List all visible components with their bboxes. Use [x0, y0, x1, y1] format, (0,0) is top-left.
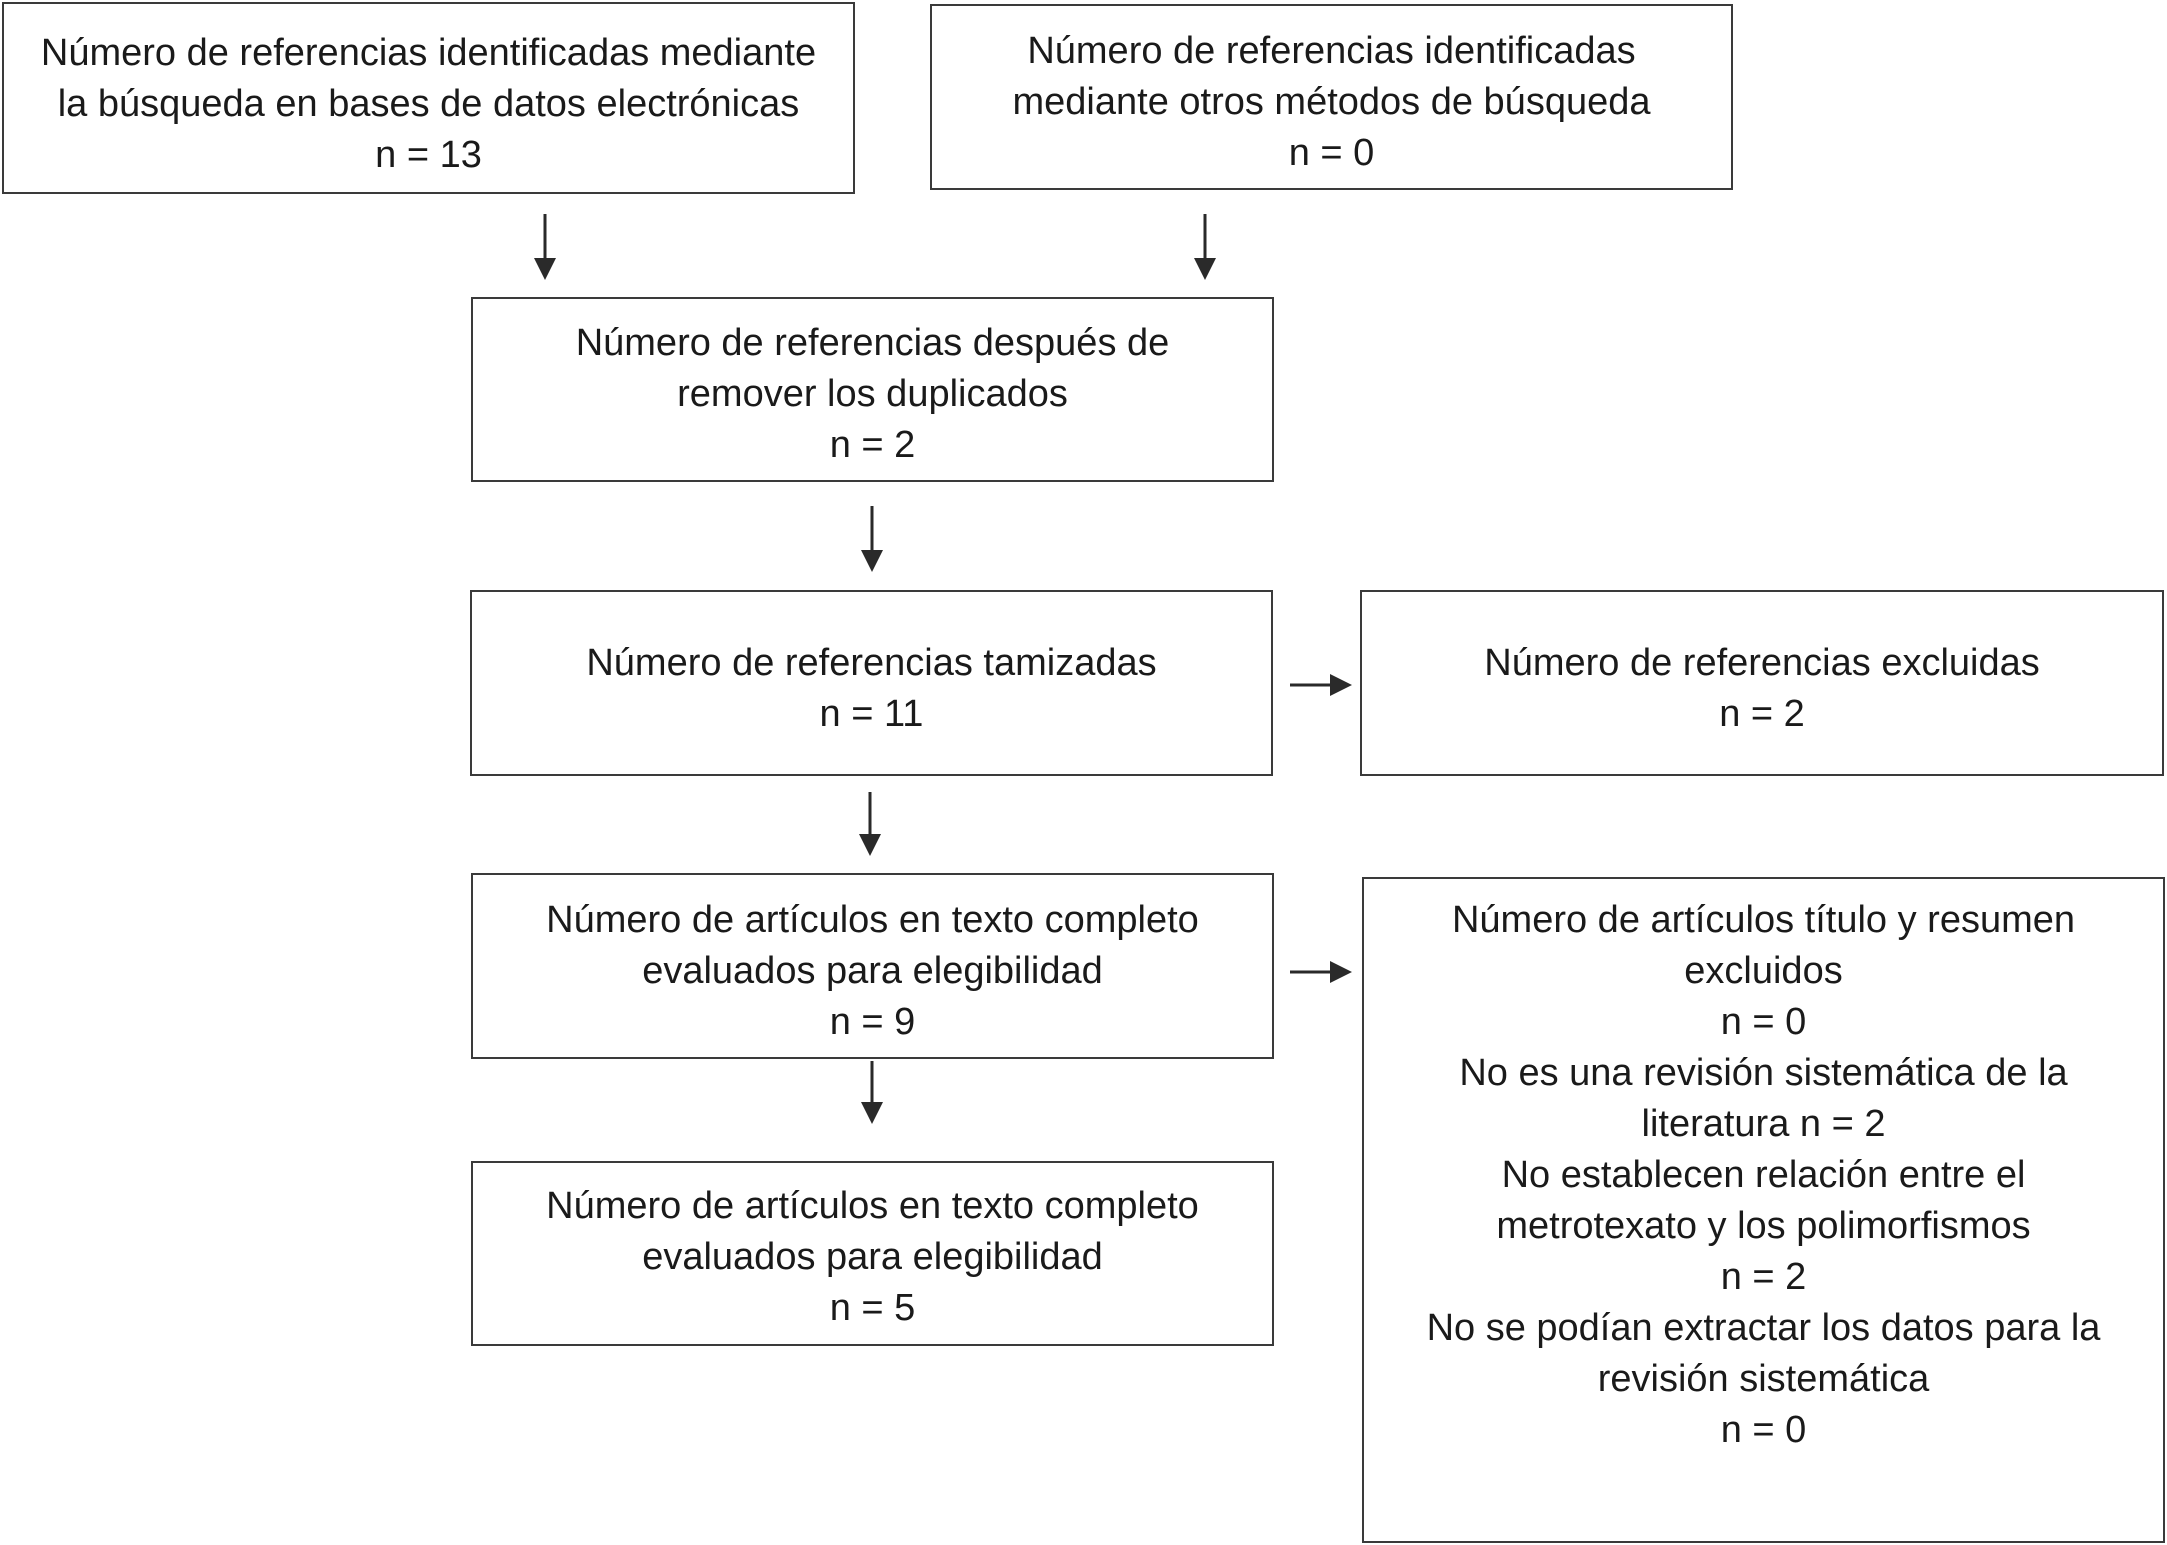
fulltext-excluded-line-2: excluidos: [1684, 950, 1843, 992]
other-search-line-2: mediante otros métodos de búsqueda: [1012, 81, 1651, 123]
fulltext-excluded-count: n = 0: [1720, 1001, 1807, 1043]
arrow-fulltext-to-excluded: [1290, 961, 1352, 983]
fulltext-assessed-count: n = 9: [829, 1001, 916, 1043]
after-duplicates-line-1: Número de referencias después de: [575, 322, 1170, 364]
excluded-box: Número de referencias excluidas n = 2: [1360, 590, 2164, 776]
after-duplicates-line-2: remover los duplicados: [677, 373, 1068, 415]
reason-no-relation-count: n = 2: [1720, 1256, 1807, 1298]
screened-line-1: Número de referencias tamizadas: [586, 642, 1157, 684]
fulltext-assessed-box: Número de artículos en texto completo ev…: [471, 873, 1274, 1059]
arrow-db-search-to-duplicates: [534, 214, 556, 280]
included-line-1: Número de artículos en texto completo: [546, 1185, 1199, 1227]
fulltext-assessed-line-1: Número de artículos en texto completo: [546, 899, 1199, 941]
db-search-line-1: Número de referencias identificadas medi…: [40, 32, 817, 74]
db-search-box: Número de referencias identificadas medi…: [2, 2, 855, 194]
reason-no-data-count: n = 0: [1720, 1409, 1807, 1451]
arrow-duplicates-to-screened: [861, 506, 883, 572]
other-search-line-1: Número de referencias identificadas: [1027, 30, 1636, 72]
screened-count: n = 11: [819, 693, 924, 735]
reason-no-relation-line-2: metrotexato y los polimorfismos: [1496, 1205, 2031, 1247]
reason-no-data-line-1: No se podían extractar los datos para la: [1426, 1307, 2101, 1349]
other-search-box: Número de referencias identificadas medi…: [930, 4, 1733, 190]
arrow-fulltext-to-included: [861, 1061, 883, 1124]
fulltext-excluded-line-1: Número de artículos título y resumen: [1451, 899, 2076, 941]
included-count: n = 5: [829, 1287, 916, 1329]
included-box: Número de artículos en texto completo ev…: [471, 1161, 1274, 1346]
reason-no-data-line-2: revisión sistemática: [1597, 1358, 1930, 1400]
arrow-other-search-to-duplicates: [1194, 214, 1216, 280]
after-duplicates-count: n = 2: [829, 424, 916, 466]
reason-no-relation-line-1: No establecen relación entre el: [1501, 1154, 2026, 1196]
arrow-screened-to-excluded: [1290, 674, 1352, 696]
fulltext-excluded-box: Número de artículos título y resumen exc…: [1362, 877, 2165, 1543]
screened-box: Número de referencias tamizadas n = 11: [470, 590, 1273, 776]
excluded-count: n = 2: [1719, 693, 1805, 735]
excluded-line-1: Número de referencias excluidas: [1484, 642, 2040, 684]
other-search-count: n = 0: [1288, 132, 1375, 174]
reason-not-systematic-review: No es una revisión sistemática de la: [1459, 1052, 2068, 1094]
reason-not-systematic-review-count: literatura n = 2: [1641, 1103, 1886, 1145]
arrow-screened-to-fulltext: [859, 792, 881, 856]
fulltext-assessed-line-2: evaluados para elegibilidad: [642, 950, 1103, 992]
included-line-2: evaluados para elegibilidad: [642, 1236, 1103, 1278]
db-search-count: n = 13: [375, 134, 482, 176]
after-duplicates-box: Número de referencias después de remover…: [471, 297, 1274, 482]
db-search-line-2: la búsqueda en bases de datos electrónic…: [57, 83, 800, 125]
